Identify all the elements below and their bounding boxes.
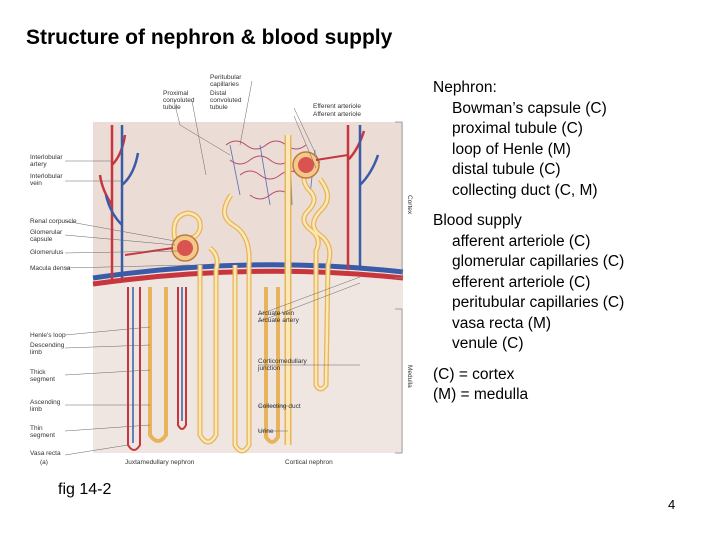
svg-text:limb: limb — [30, 349, 42, 356]
label-medulla-side: Medulla — [406, 365, 413, 388]
svg-text:junction: junction — [257, 365, 281, 372]
label-panel-letter: (a) — [40, 459, 48, 466]
svg-text:vein: vein — [30, 180, 42, 187]
blood-item: afferent arteriole (C) — [452, 232, 591, 250]
svg-text:convoluted: convoluted — [163, 97, 195, 104]
label-thick-segment: Thick — [30, 369, 46, 376]
label-collecting-duct: Collecting duct — [258, 403, 301, 410]
svg-text:artery: artery — [30, 161, 47, 168]
blood-item: vasa recta (M) — [452, 314, 552, 332]
label-interlobular-artery: Interlobular — [30, 154, 63, 161]
legend-medulla: (M) = medulla — [433, 386, 529, 403]
page-number: 4 — [668, 497, 676, 512]
figure-caption: fig 14-2 — [58, 481, 112, 498]
notes-panel: Nephron: Bowman’s capsule (C) proximal t… — [433, 78, 624, 406]
svg-text:convoluted: convoluted — [210, 97, 242, 104]
svg-text:tubule: tubule — [210, 104, 228, 111]
blood-item: peritubular capillaries (C) — [452, 294, 625, 311]
nephron-item: distal tubule (C) — [452, 161, 561, 178]
label-proximal-tubule: Proximal — [163, 90, 189, 97]
blood-supply-heading: Blood supply — [433, 212, 522, 229]
label-distal-tubule: Distal — [210, 90, 227, 97]
label-arcuate-vein: Arcuate vein — [258, 310, 295, 317]
label-cortex-side: Cortex — [406, 195, 413, 215]
label-glomerulus: Glomerulus — [30, 249, 64, 256]
blood-item: venule (C) — [452, 335, 524, 352]
nephron-item: Bowman’s capsule (C) — [452, 99, 607, 117]
nephron-item: loop of Henle (M) — [452, 140, 571, 158]
label-efferent-arteriole: Efferent arteriole — [313, 103, 361, 110]
label-renal-corpuscle: Renal corpuscle — [30, 218, 77, 225]
nephron-heading: Nephron: — [433, 79, 497, 96]
svg-text:segment: segment — [30, 376, 55, 383]
slide-title: Structure of nephron & blood supply — [26, 26, 393, 49]
legend-cortex: (C) = cortex — [433, 365, 515, 383]
label-urine: Urine — [258, 428, 274, 435]
label-henles-loop: Henle's loop — [30, 332, 66, 339]
label-macula-densa: Macula densa — [30, 265, 71, 272]
blood-item: efferent arteriole (C) — [452, 273, 591, 291]
label-descending-limb: Descending — [30, 342, 65, 349]
nephron-item: proximal tubule (C) — [452, 120, 583, 137]
label-afferent-arteriole: Afferent arteriole — [313, 111, 361, 118]
label-corticomedullary: Corticomedullary — [258, 358, 308, 365]
label-arcuate-artery: Arcuate artery — [258, 317, 300, 324]
label-glomerular-capsule: Glomerular — [30, 229, 63, 236]
label-cortical-nephron: Cortical nephron — [285, 459, 333, 466]
label-peritubular: Peritubular — [210, 74, 242, 81]
blood-item: glomerular capillaries (C) — [452, 253, 625, 270]
label-ascending-limb: Ascending — [30, 399, 61, 406]
svg-text:segment: segment — [30, 432, 55, 439]
svg-text:limb: limb — [30, 406, 42, 413]
nephron-illustration: Peritubular capillaries Proximal convolu… — [30, 65, 430, 475]
nephron-item: collecting duct (C, M) — [452, 181, 598, 199]
svg-text:capillaries: capillaries — [210, 81, 240, 88]
label-thin-segment: Thin — [30, 425, 43, 432]
label-vasa-recta: Vasa recta — [30, 450, 61, 457]
svg-text:tubule: tubule — [163, 104, 181, 111]
label-interlobular-vein: Interlobular — [30, 173, 63, 180]
label-juxtamedullary-nephron: Juxtamedullary nephron — [125, 459, 195, 466]
svg-text:capsule: capsule — [30, 236, 53, 243]
